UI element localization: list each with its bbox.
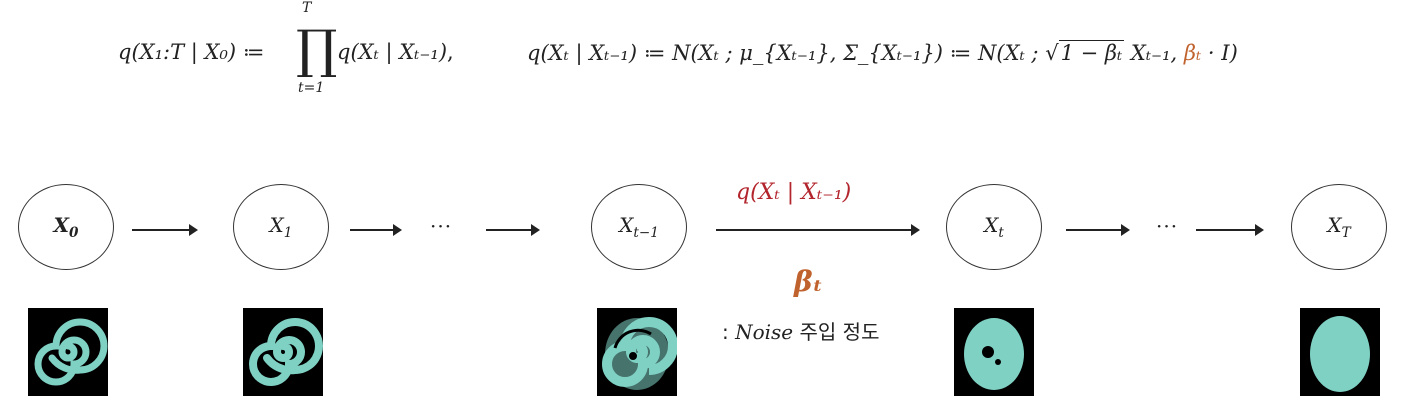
node-xt: Xt — [946, 184, 1042, 270]
thumbnail-xt — [954, 308, 1034, 396]
sqrt-sign: √ — [1045, 41, 1059, 65]
product-operator: T ∏ t=1 — [292, 0, 340, 110]
transition-final-mid: Xₜ₋₁, — [1130, 41, 1178, 65]
transition-final-prefix: N(Xₜ ; — [978, 41, 1039, 65]
transition-normal: N(Xₜ ; μ_{Xₜ₋₁}, Σ_{Xₜ₋₁}) — [672, 41, 943, 65]
arrow-x0-x1 — [132, 224, 198, 236]
beta-label: βₜ — [794, 265, 823, 298]
noise-caption-korean: 주입 정도 — [793, 320, 880, 344]
sqrt-content: 1 − βₜ — [1058, 40, 1125, 65]
noise-caption: : Noise 주입 정도 — [722, 316, 879, 345]
node-xT-label: XT — [1327, 213, 1351, 241]
forward-joint-assign: ≔ — [242, 40, 265, 64]
transition-label: q(Xₜ | Xₜ₋₁) — [736, 180, 852, 205]
node-xt-minus-1-label: Xt−1 — [619, 213, 659, 241]
node-xt-minus-1: Xt−1 — [591, 184, 687, 270]
node-xT: XT — [1291, 184, 1387, 270]
noise-caption-word: Noise — [735, 320, 794, 344]
thumbnail-xt-minus-1 — [597, 308, 677, 396]
transition-final-beta: βₜ — [1183, 41, 1202, 65]
forward-joint-comma: , — [447, 40, 454, 64]
product-upper-bound: T — [302, 0, 312, 16]
transition-final-suffix: · I) — [1207, 41, 1238, 65]
node-x0-label: X0 — [53, 213, 79, 241]
ellipsis-1: ··· — [430, 214, 453, 238]
transition-assign: ≔ — [643, 41, 666, 65]
product-lower-bound: t=1 — [298, 80, 325, 96]
node-x1-label: X1 — [269, 213, 293, 241]
arrow-xt-ellipsis — [1066, 224, 1130, 236]
forward-joint-factor: q(Xₜ | Xₜ₋₁) — [337, 40, 448, 64]
thumbnail-x1 — [243, 308, 323, 396]
transition-lhs: q(Xₜ | Xₜ₋₁) — [527, 41, 638, 65]
product-symbol: ∏ — [296, 20, 338, 80]
arrow-ellipsis-xT — [1196, 224, 1264, 236]
forward-joint-equation: q(X₁:T | X₀) ≔ — [118, 40, 264, 64]
transition-equation: q(Xₜ | Xₜ₋₁) ≔ N(Xₜ ; μ_{Xₜ₋₁}, Σ_{Xₜ₋₁}… — [527, 40, 1238, 65]
forward-joint-factor-wrap: q(Xₜ | Xₜ₋₁), — [337, 40, 454, 64]
transition-assign-2: ≔ — [949, 41, 972, 65]
arrow-ellipsis-xt-minus-1 — [486, 224, 540, 236]
ellipsis-2: ··· — [1156, 214, 1179, 238]
noise-caption-prefix: : — [722, 320, 736, 344]
forward-joint-lhs: q(X₁:T | X₀) — [118, 40, 237, 64]
node-x0: X0 — [18, 184, 114, 270]
thumbnail-x0 — [28, 308, 108, 396]
node-xt-label: Xt — [984, 213, 1004, 241]
thumbnail-xT — [1300, 308, 1380, 396]
node-x1: X1 — [233, 184, 329, 270]
arrow-x1-ellipsis — [350, 224, 402, 236]
arrow-xt-minus-1-xt — [716, 224, 920, 236]
